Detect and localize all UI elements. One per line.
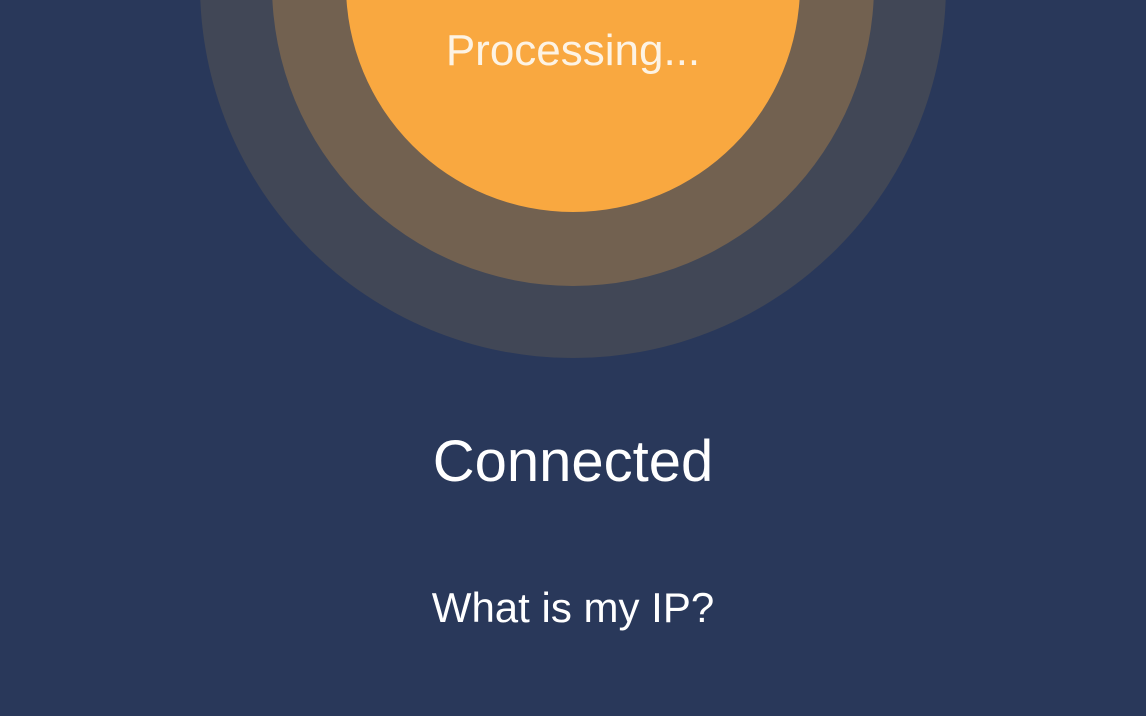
connection-status: Connected: [432, 429, 714, 494]
connect-button-label: Processing...: [445, 26, 701, 75]
what-is-my-ip-link[interactable]: What is my IP?: [431, 584, 715, 631]
